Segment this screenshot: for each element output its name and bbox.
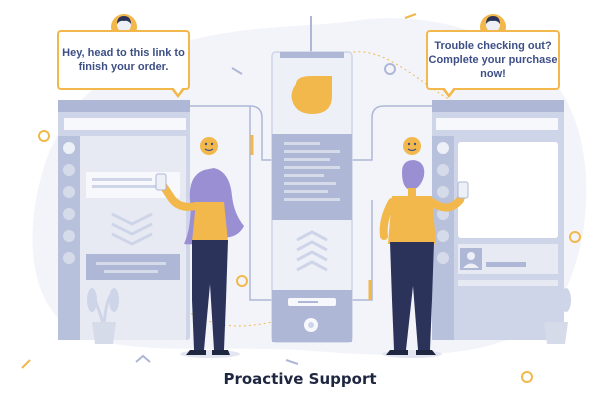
bubble-text-line: Hey, head to this link to [62,47,185,59]
right-browser-panel [432,100,564,340]
illustration-caption: Proactive Support [223,370,377,388]
center-phone-panel [271,16,353,343]
man-figure [379,160,469,358]
chat-bubble-left: Hey, head to this link to finish your or… [57,30,190,98]
dash-decoration [404,13,417,19]
chevron-up-icon [296,240,328,252]
ring-decoration [38,130,50,142]
ring-decoration [569,231,581,243]
dash-decoration [21,359,31,369]
logo-drop [291,76,332,114]
chevron-decoration [135,354,151,363]
potted-plant [87,288,119,344]
bubble-tail [442,87,456,98]
bubble-text-line: Trouble checking out? [434,40,552,52]
bubble-tail [171,87,185,98]
smiley-icon [403,137,421,155]
ring-decoration [236,275,248,287]
dash-decoration [285,359,299,365]
chevron-up-icon [296,250,328,262]
woman-figure [155,168,244,358]
ring-decoration [384,63,396,75]
bubble-text-line: now! [480,68,506,80]
left-browser-panel [58,100,190,340]
connector-lines [190,105,432,301]
bubble-text-line: finish your order. [78,61,169,73]
potted-plant [539,288,571,344]
dash-decoration [231,67,243,75]
ring-decoration [521,371,533,383]
smiley-icon [200,137,218,155]
bubble-text-line: Complete your purchase [428,54,558,66]
chevron-down-icon [111,212,153,226]
chevron-up-icon [296,260,328,272]
chevron-down-icon [111,232,153,246]
chevron-up-icon [296,230,328,242]
chat-bubble-right: Trouble checking out? Complete your purc… [426,30,560,98]
chevron-down-icon [111,222,153,236]
